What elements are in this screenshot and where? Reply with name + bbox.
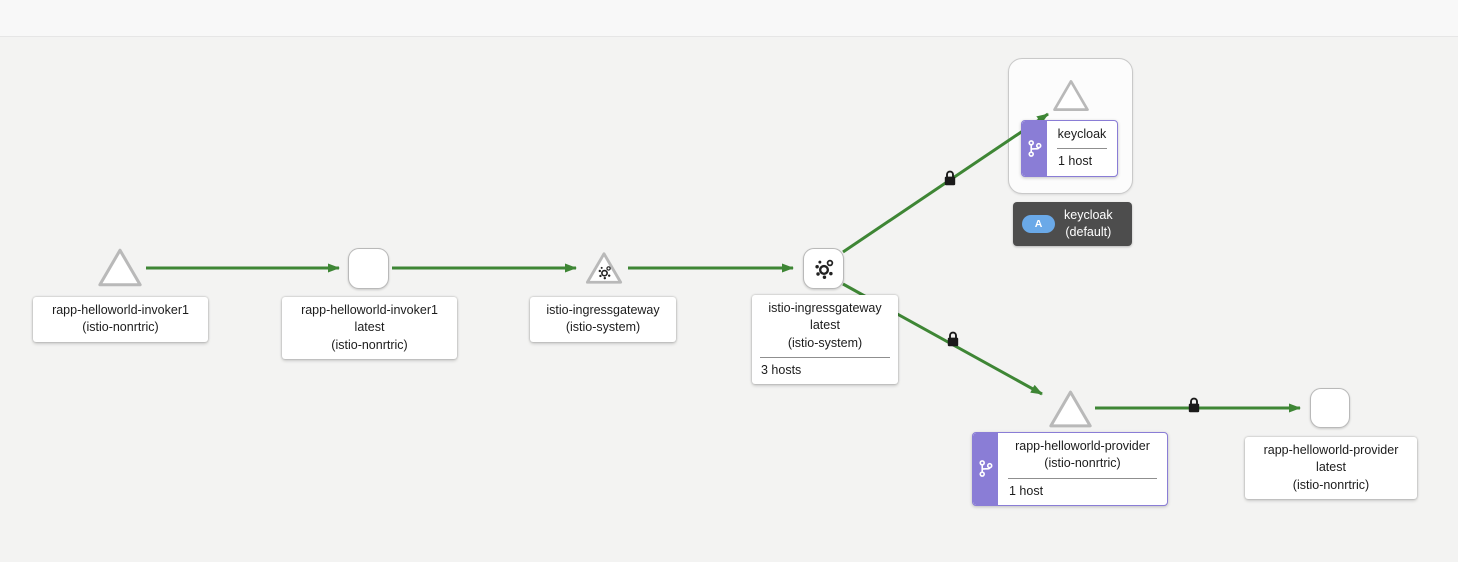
gateway-workload-square-node[interactable]: [803, 248, 844, 289]
virtual-service-badge: [1022, 121, 1047, 176]
keycloak-appbox-label[interactable]: A keycloak (default): [1013, 202, 1132, 246]
invoker-service-label[interactable]: rapp-helloworld-invoker1 (istio-nonrtric…: [33, 297, 208, 342]
node-namespace: (istio-nonrtric): [82, 320, 159, 335]
node-namespace: (istio-nonrtric): [331, 337, 408, 352]
node-name: rapp-helloworld-invoker1: [301, 303, 438, 317]
gateway-workload-label[interactable]: istio-ingressgateway latest (istio-syste…: [752, 295, 898, 384]
invoker-service-triangle-node[interactable]: [97, 247, 143, 288]
node-version: latest: [810, 318, 840, 333]
label-divider: [1057, 148, 1107, 150]
invoker-workload-square-node[interactable]: [348, 248, 389, 289]
provider-workload-square-node[interactable]: [1310, 388, 1350, 428]
node-namespace: (istio-nonrtric): [1044, 456, 1121, 471]
label-divider: [760, 356, 890, 358]
provider-workload-label[interactable]: rapp-helloworld-provider latest (istio-n…: [1245, 437, 1417, 499]
gateway-icon: [814, 259, 833, 279]
mtls-lock-icon: [1188, 397, 1200, 413]
gateway-service-triangle-node[interactable]: [585, 251, 623, 285]
keycloak-service-triangle-node[interactable]: [1052, 79, 1090, 112]
graph-toolbar-strip: [0, 0, 1458, 37]
hosts-count: 3 hosts: [761, 362, 802, 377]
appbox-name: keycloak: [1064, 208, 1113, 222]
node-name: rapp-helloworld-provider: [1263, 443, 1399, 457]
node-name: istio-ingressgateway: [768, 301, 882, 315]
node-namespace: (istio-system): [787, 335, 863, 350]
virtual-service-icon: [979, 460, 993, 478]
node-name: rapp-helloworld-provider: [1015, 439, 1150, 453]
node-namespace: (istio-nonrtric): [1292, 477, 1370, 492]
virtual-service-badge: [973, 433, 998, 505]
appbox-namespace: (default): [1065, 224, 1112, 239]
hosts-count: 1 host: [1058, 154, 1093, 169]
node-name: rapp-helloworld-invoker1: [52, 303, 189, 317]
node-name: istio-ingressgateway: [546, 303, 660, 317]
node-name: keycloak: [1057, 127, 1107, 141]
invoker-workload-label[interactable]: rapp-helloworld-invoker1 latest (istio-n…: [282, 297, 457, 359]
provider-service-label[interactable]: rapp-helloworld-provider (istio-nonrtric…: [972, 432, 1168, 506]
node-namespace: (istio-system): [565, 320, 641, 335]
app-badge: A: [1022, 214, 1055, 233]
gateway-icon: [598, 266, 611, 280]
provider-service-triangle-node[interactable]: [1048, 389, 1093, 429]
node-version: latest: [1316, 460, 1346, 475]
gateway-service-label[interactable]: istio-ingressgateway (istio-system): [530, 297, 676, 342]
hosts-count: 1 host: [1009, 483, 1044, 498]
label-divider: [1008, 477, 1157, 479]
keycloak-service-label[interactable]: keycloak 1 host: [1021, 120, 1118, 177]
virtual-service-icon: [1028, 139, 1042, 157]
node-version: latest: [354, 320, 385, 335]
